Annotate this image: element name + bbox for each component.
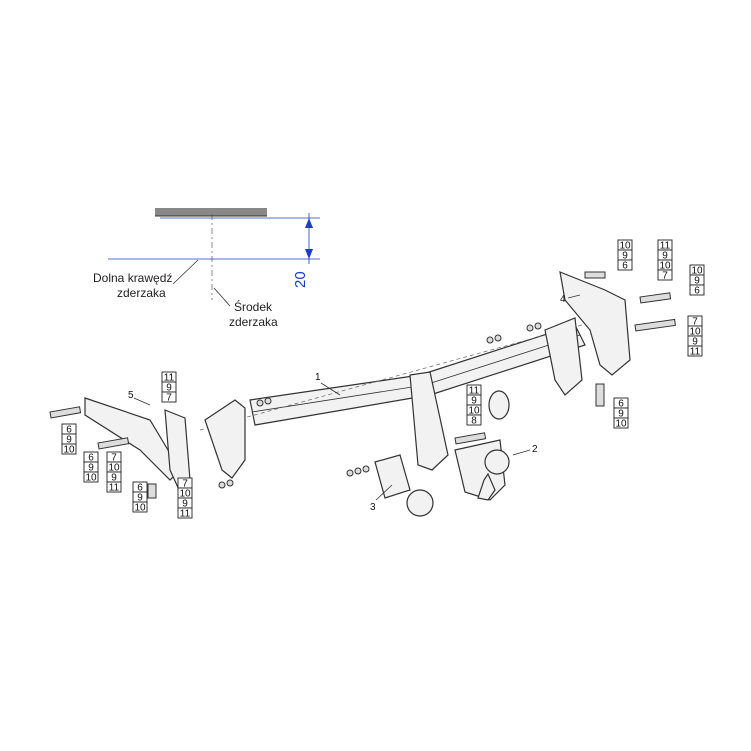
bolts [49, 271, 677, 499]
callout-number: 11 [469, 386, 480, 397]
callout-number: 9 [692, 337, 698, 348]
callout-number: 10 [108, 463, 120, 474]
callout-number: 9 [471, 396, 477, 407]
dimension-value: 20 [292, 271, 309, 288]
callout-number: 6 [66, 425, 72, 436]
label-bumper-center-2: zderzaka [229, 315, 278, 329]
label-bumper-center-1: Środek [234, 299, 273, 314]
callout-number: 11 [690, 347, 701, 358]
callout-cell [617, 259, 633, 271]
label-bumper-edge-2: zderzaka [117, 286, 166, 300]
callout-number: 11 [164, 373, 175, 384]
callout-number: 7 [111, 453, 117, 464]
callout-number: 7 [662, 271, 668, 282]
callout-number: 10 [179, 489, 191, 500]
callout-number: 10 [615, 419, 627, 430]
callout-cell [83, 471, 99, 483]
callout-number: 9 [662, 251, 668, 262]
callout-number: 9 [66, 435, 72, 446]
callout-number: 6 [622, 261, 628, 272]
callout-number: 9 [182, 499, 188, 510]
callout-number: 9 [137, 493, 143, 504]
label-bumper-edge-1: Dolna krawędź [93, 271, 172, 285]
part-2-label: 2 [532, 444, 538, 455]
callout-number: 9 [618, 409, 624, 420]
callout-number: 6 [618, 399, 624, 410]
callout-cell [687, 345, 703, 357]
callout-cell [161, 391, 177, 403]
crossbar-part-1 [199, 319, 601, 431]
callout-number: 9 [111, 473, 117, 484]
callout-number: 11 [109, 483, 120, 494]
callout-number: 10 [619, 241, 631, 252]
callout-number: 9 [88, 463, 94, 474]
callout-number: 10 [85, 473, 97, 484]
callout-number: 7 [692, 317, 698, 328]
callout-number: 7 [166, 393, 172, 404]
callout-number: 10 [691, 266, 703, 277]
tow-ball-part-2 [477, 390, 510, 501]
callout-number: 6 [694, 286, 700, 297]
callout-number: 10 [659, 261, 671, 272]
part-3-label: 3 [370, 502, 376, 513]
callout-number: 6 [88, 453, 94, 464]
callout-cell [132, 501, 148, 513]
center-left-bracket [204, 399, 246, 479]
callout-cell [177, 507, 193, 519]
callout-cell [657, 269, 673, 281]
callout-cell [61, 443, 77, 455]
callout-number: 10 [63, 445, 75, 456]
socket-part-3 [374, 454, 434, 517]
callout-number: 9 [694, 276, 700, 287]
part-labels: 1 2 3 4 5 [128, 294, 581, 513]
bumper-hatch [155, 208, 267, 217]
callout-number: 10 [134, 503, 146, 514]
part-5-label: 5 [128, 390, 134, 401]
callout-cell [466, 414, 482, 426]
part-4-label: 4 [560, 294, 566, 305]
callout-number: 7 [182, 479, 188, 490]
callout-number: 8 [471, 416, 477, 427]
callout-number: 9 [166, 383, 172, 394]
part-1-label: 1 [315, 372, 321, 383]
callout-number: 10 [468, 406, 480, 417]
callout-number: 10 [689, 327, 701, 338]
dimension-lines [108, 213, 320, 300]
callout-number: 11 [660, 241, 671, 252]
leader-bumper-center [213, 287, 231, 307]
callout-cell [613, 417, 629, 429]
right-bracket-part-4 [544, 271, 631, 396]
callout-number: 11 [180, 509, 191, 520]
leader-bumper-edge [172, 259, 199, 285]
callout-number: 6 [137, 483, 143, 494]
callout-cell [106, 481, 122, 493]
callout-number: 9 [622, 251, 628, 262]
callout-cell [689, 284, 705, 296]
